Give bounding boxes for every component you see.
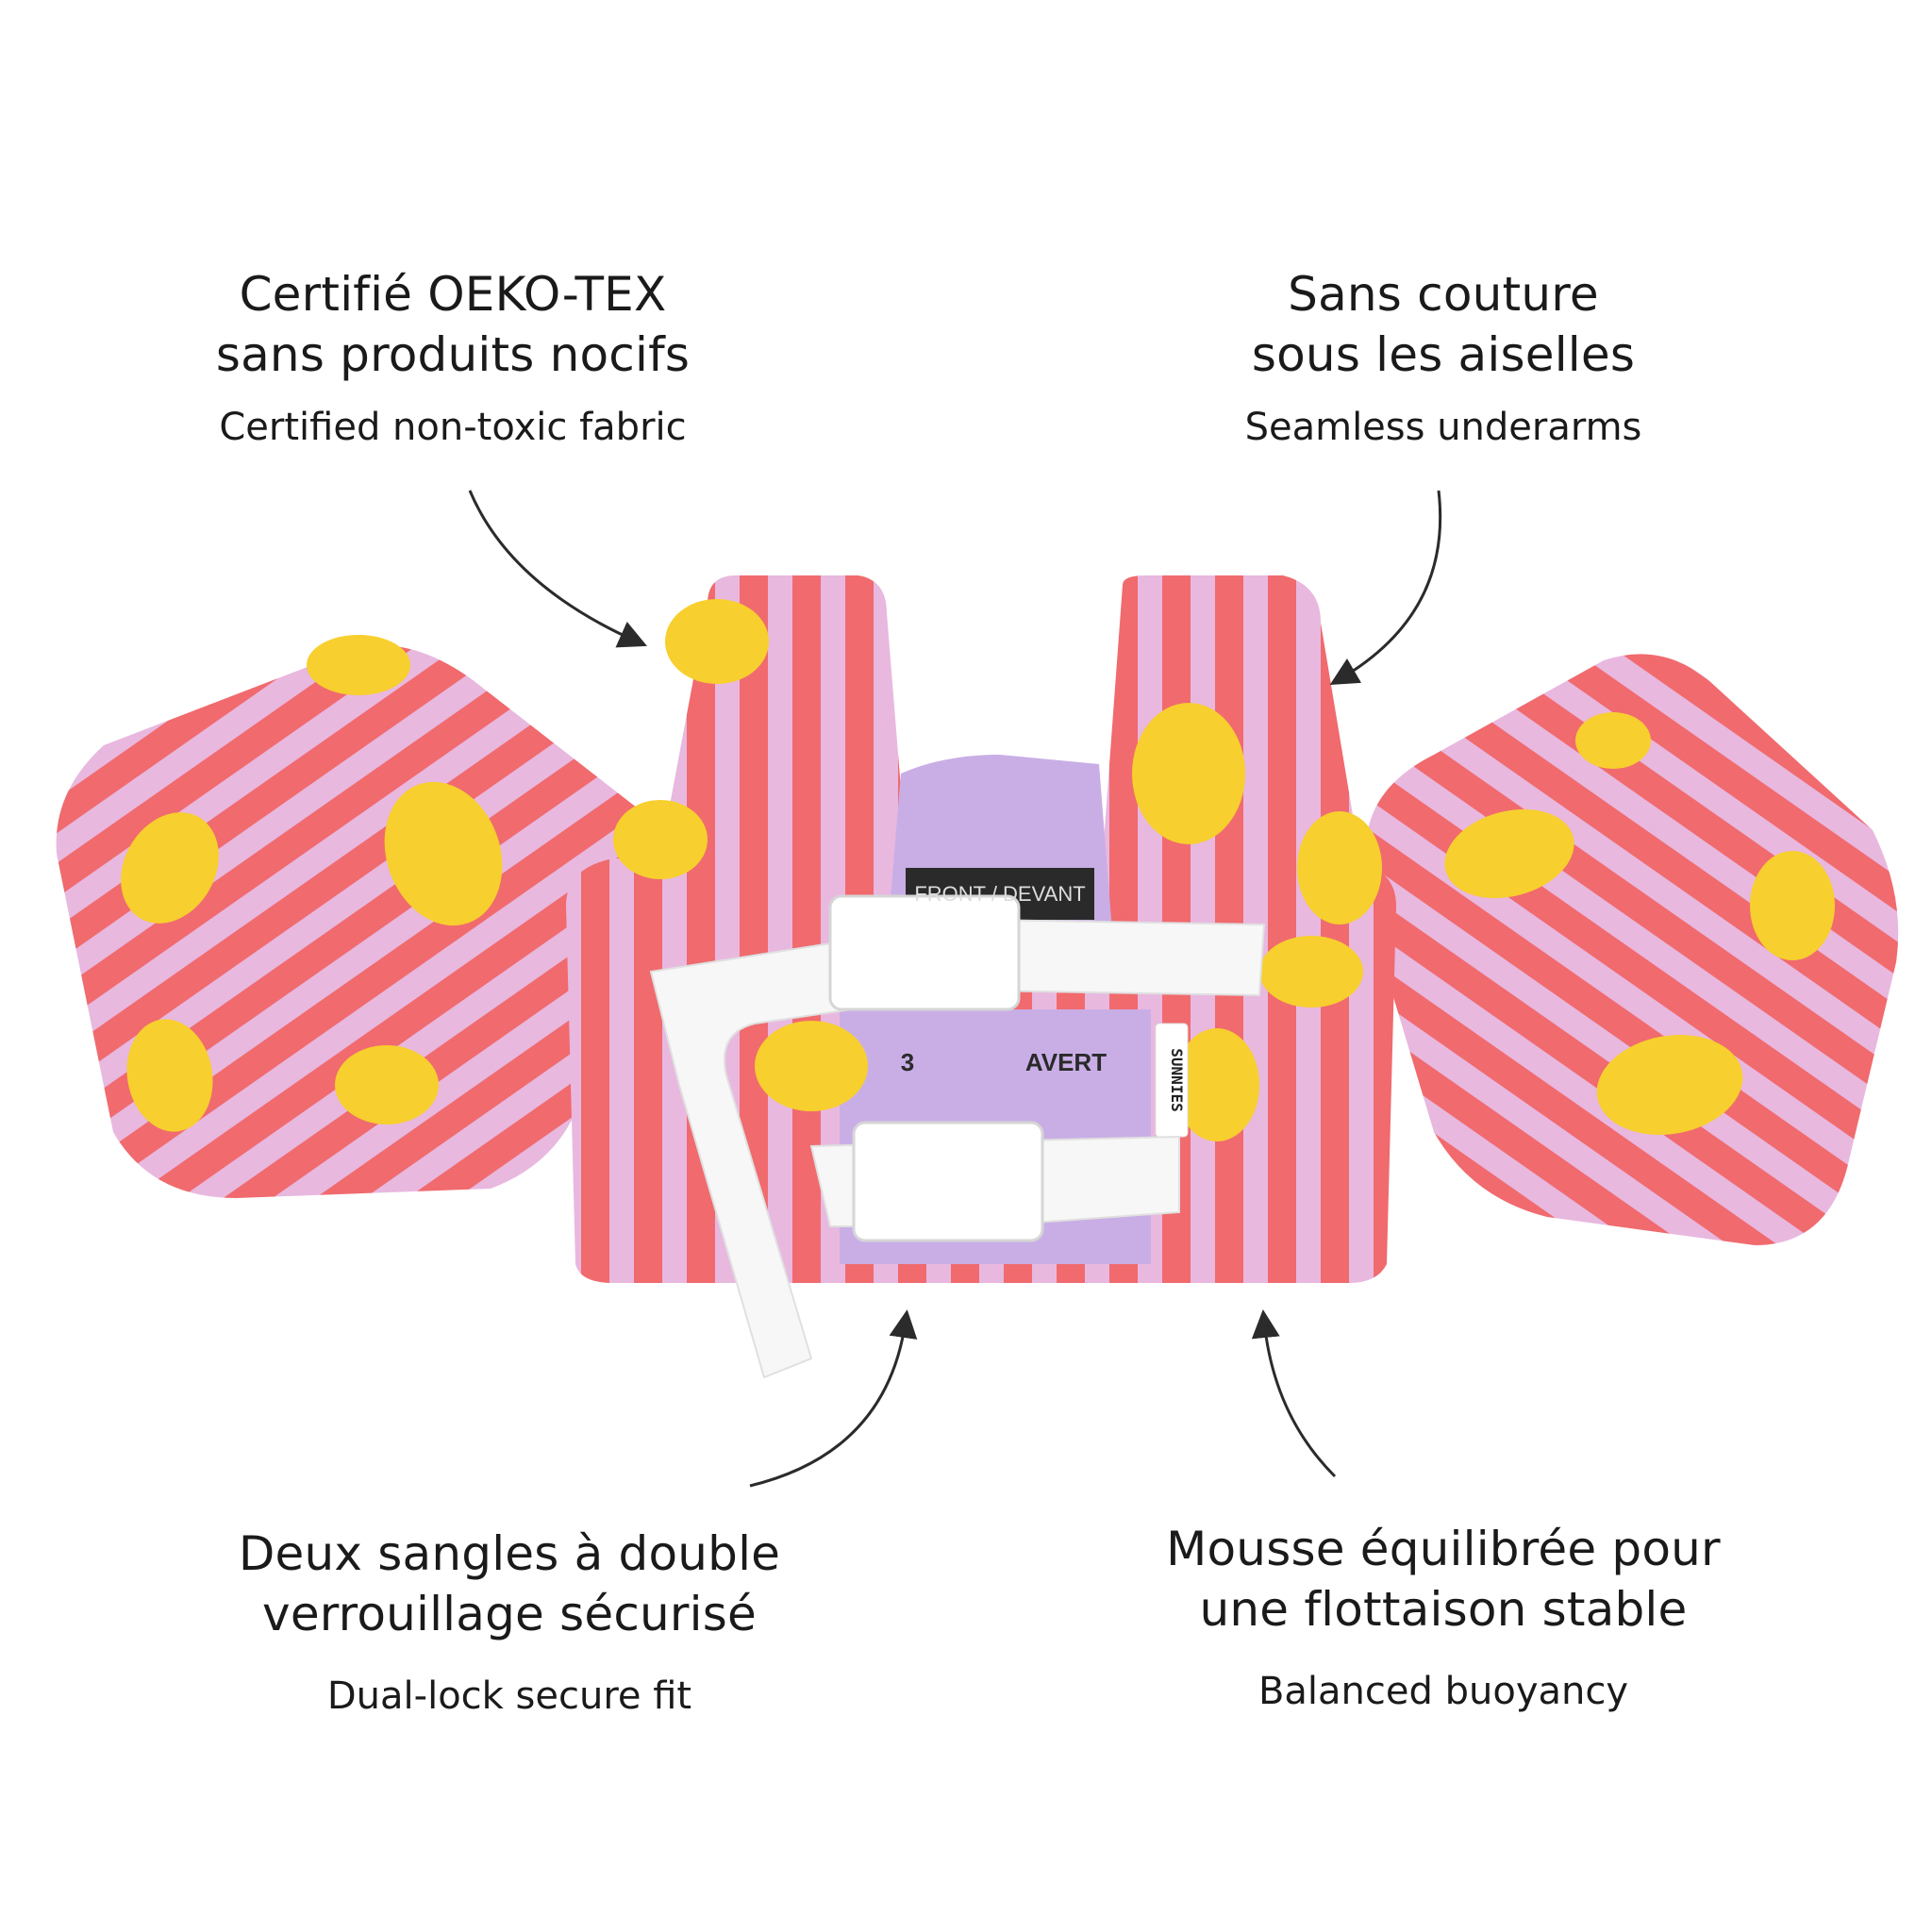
callout-fr-line: sans produits nocifs — [215, 327, 691, 382]
arrow-top-left — [468, 490, 647, 648]
callout-en: Certified non-toxic fabric — [219, 406, 687, 449]
lower-buckle[interactable] — [852, 1121, 1044, 1242]
callout-en: Seamless underarms — [1244, 406, 1642, 449]
callout-en: Balanced buoyancy — [1257, 1670, 1629, 1713]
inner-label-text: FRONT / DEVANT — [914, 882, 1085, 906]
arrow-bottom-right — [1251, 1309, 1337, 1478]
callout-fr-line: verrouillage sécurisé — [262, 1587, 757, 1641]
callout-fr-line: Mousse équilibrée pour — [1166, 1522, 1721, 1576]
callout-fr-line: Certifié OEKO-TEX — [239, 267, 667, 322]
callout-fr-line: une flottaison stable — [1199, 1582, 1688, 1637]
callout-dual-lock: Deux sangles à double verrouillage sécur… — [189, 1524, 830, 1720]
callout-fr-line: Sans couture — [1288, 267, 1599, 322]
buckle-straps — [649, 894, 1266, 1379]
left-arm-float — [56, 635, 652, 1198]
callout-en: Dual-lock secure fit — [326, 1674, 692, 1718]
callout-seamless: Sans couture sous les aiselles Seamless … — [1141, 264, 1745, 451]
callout-fr-line: sous les aiselles — [1251, 327, 1636, 382]
callout-oeko-tex: Certifié OEKO-TEX sans produits nocifs C… — [151, 264, 755, 451]
upper-buckle[interactable] — [828, 894, 1021, 1011]
brand-tag-text: SUNNIES — [1168, 1048, 1186, 1111]
arrow-bottom-left — [749, 1309, 918, 1488]
inner-print-text-left: 3 — [901, 1048, 914, 1076]
callout-fr-line: Deux sangles à double — [238, 1526, 781, 1581]
callout-buoyancy: Mousse équilibrée pour une flottaison st… — [1113, 1519, 1774, 1715]
inner-print-text: AVERT — [1025, 1048, 1107, 1076]
right-arm-float — [1368, 654, 1899, 1245]
arrow-top-right — [1329, 490, 1442, 686]
